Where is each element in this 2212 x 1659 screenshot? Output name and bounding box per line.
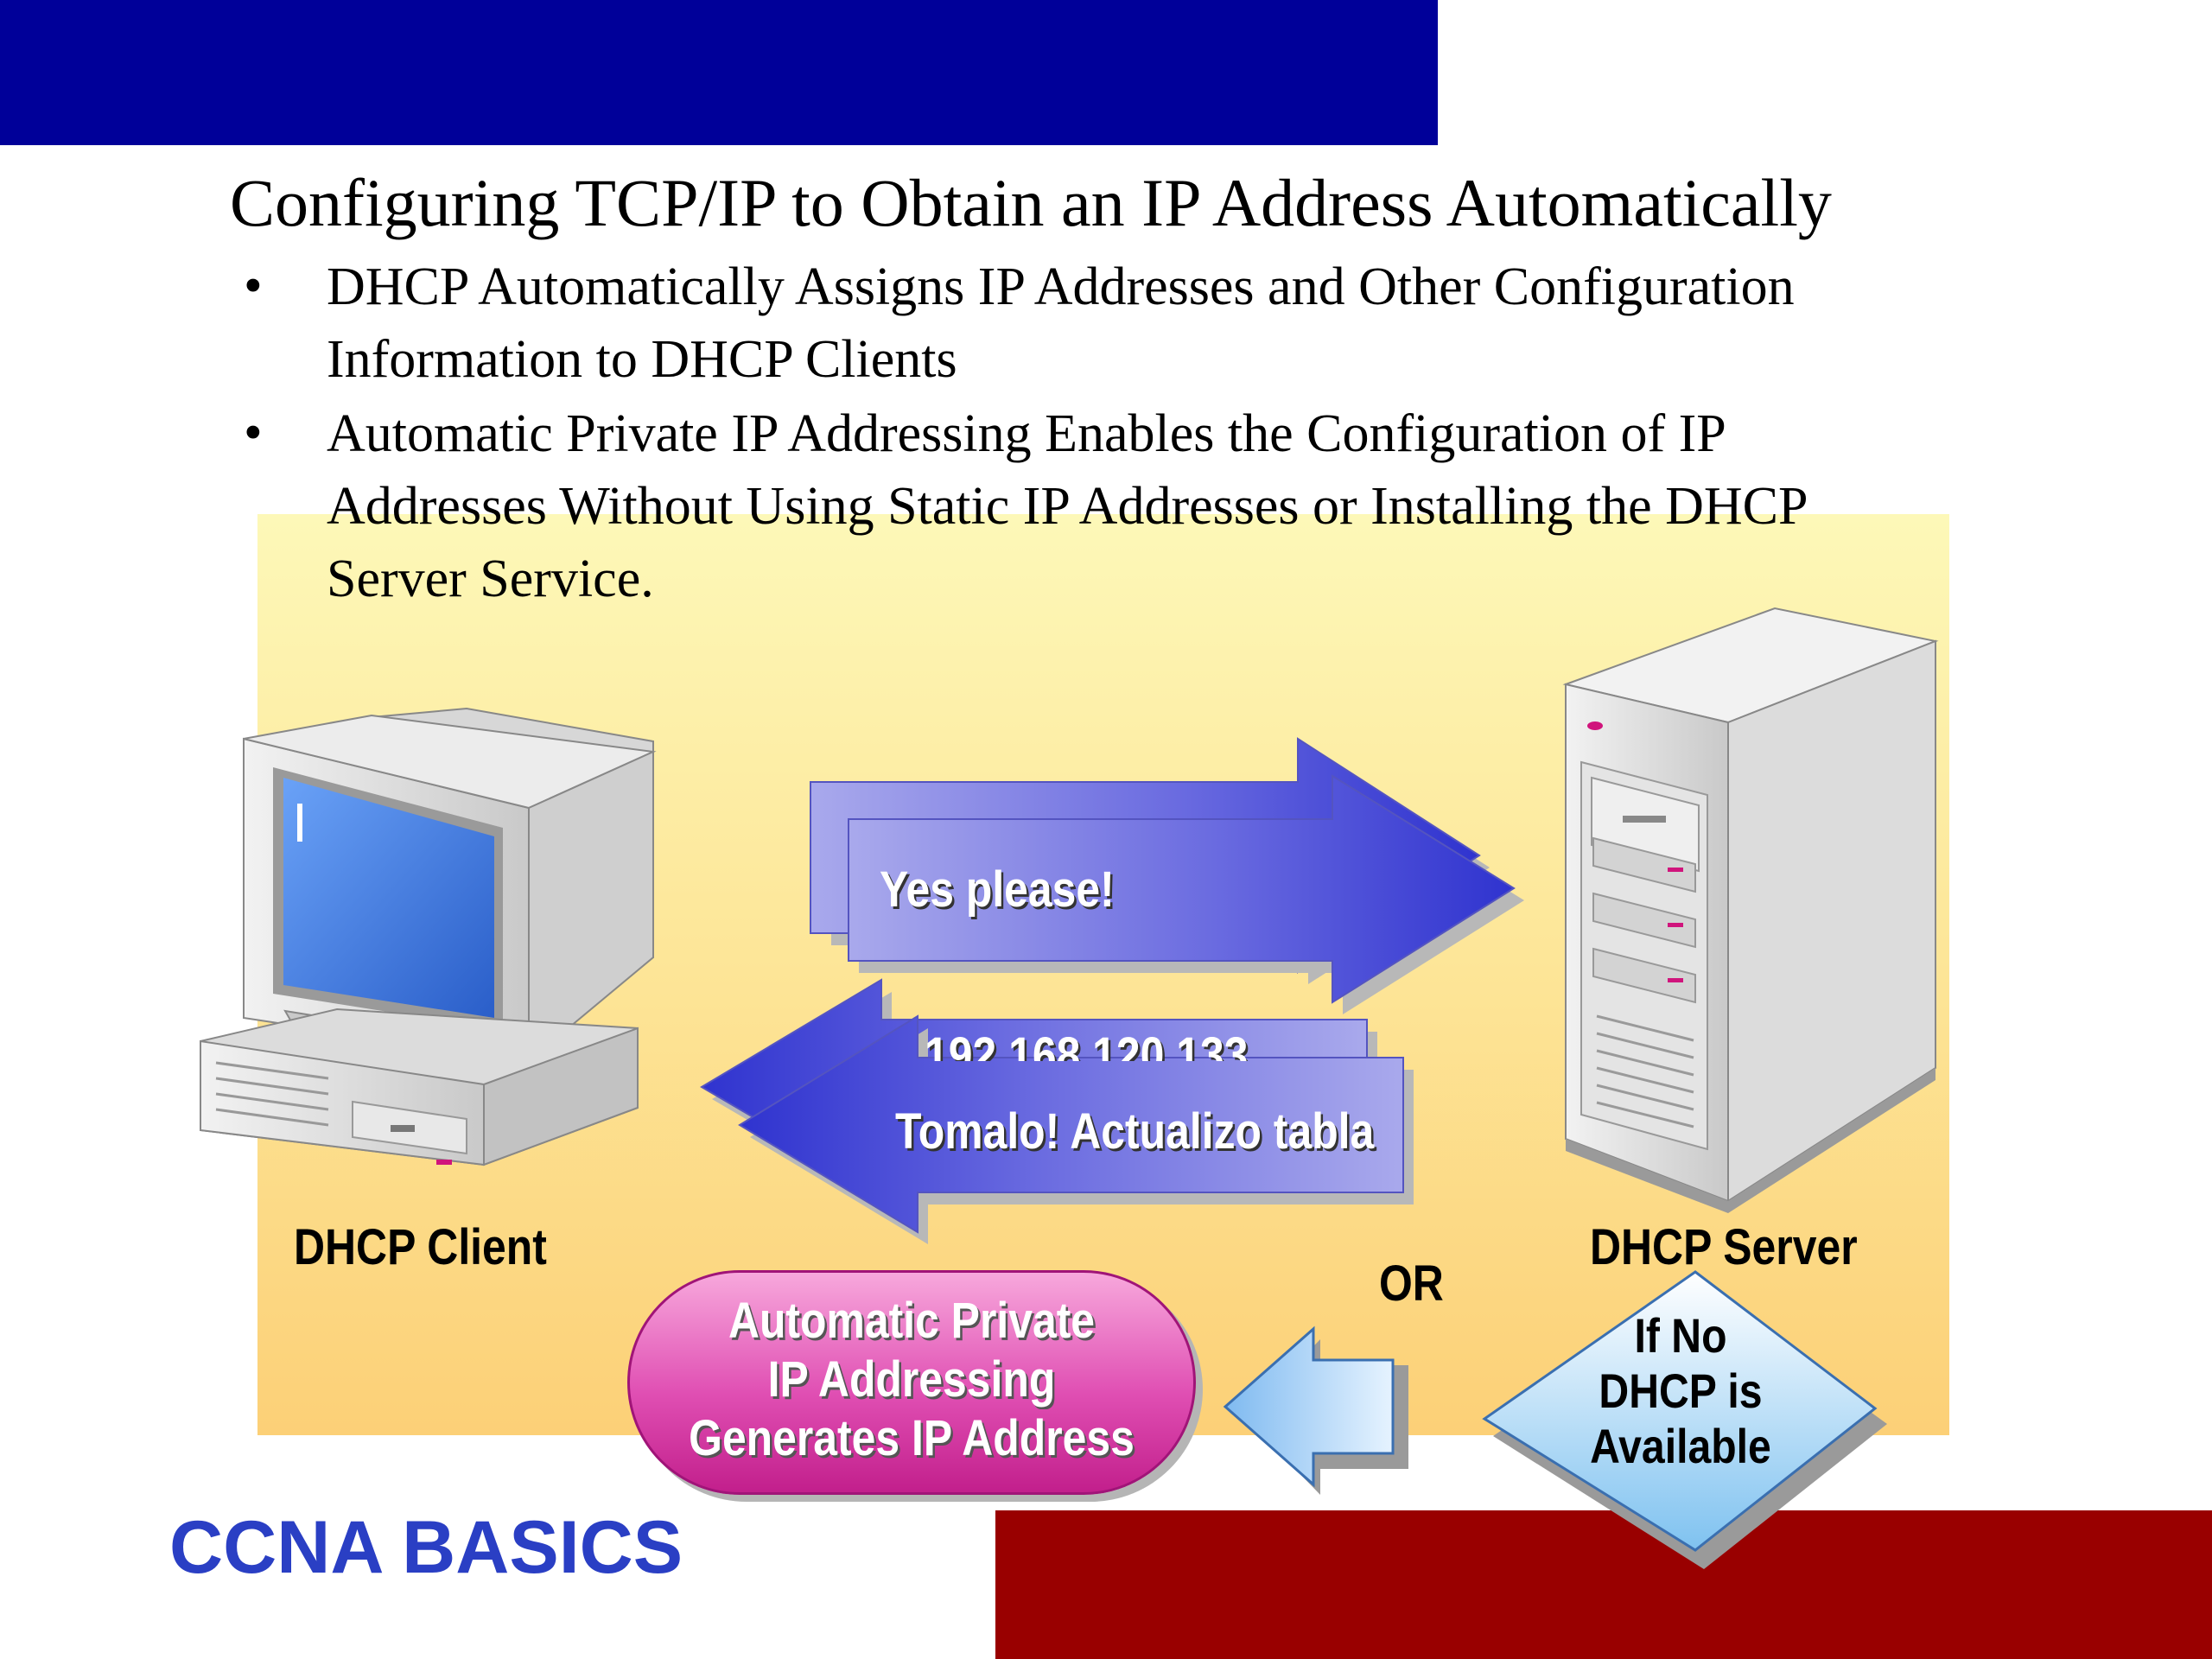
decision-line-3: Available — [1590, 1419, 1771, 1473]
bullet-2-line-3: Server Service. — [327, 550, 654, 608]
offer-arrow-text: Tomalo! Actualizo tabla — [895, 1103, 1375, 1160]
decision-line-2: DHCP is — [1599, 1363, 1763, 1418]
top-banner-bar — [0, 0, 1438, 145]
bullet-2-text: Automatic Private IP Addressing Enables … — [327, 397, 1968, 615]
apipa-line-3: Generates IP Address — [689, 1410, 1135, 1466]
footer-brand: CCNA BASICS — [169, 1506, 683, 1589]
offer-arrow-shape — [700, 978, 1414, 1244]
offer-arrow-back-text: 192.168.120.133 — [925, 1027, 1249, 1061]
apipa-pill: Automatic Private IP Addressing Generate… — [627, 1270, 1196, 1495]
bullet-2-line-1: Automatic Private IP Addressing Enables … — [327, 404, 1726, 463]
or-label: OR — [1379, 1255, 1444, 1312]
bottom-banner-bar — [995, 1510, 2212, 1659]
bullet-2-symbol: • — [244, 404, 263, 462]
bullet-2-line-2: Addresses Without Using Static IP Addres… — [327, 477, 1808, 536]
decision-diamond-icon — [1482, 1270, 1887, 1569]
bullet-1-text: DHCP Automatically Assigns IP Addresses … — [327, 251, 1968, 396]
slide-title: Configuring TCP/IP to Obtain an IP Addre… — [230, 165, 1832, 240]
apipa-line-2: IP Addressing — [767, 1351, 1056, 1408]
offer-arrow-back-clip: 192.168.120.133 — [925, 1027, 1374, 1061]
decision-line-1: If No — [1634, 1308, 1727, 1363]
request-arrow-text: Yes please! — [880, 861, 1115, 918]
bullet-1-line-1: DHCP Automatically Assigns IP Addresses … — [327, 257, 1795, 316]
dhcp-client-label: DHCP Client — [294, 1219, 547, 1275]
apipa-line-1: Automatic Private — [728, 1293, 1096, 1349]
bullet-1-symbol: • — [244, 257, 263, 315]
request-arrow-shape — [810, 737, 1524, 1014]
decision-text: If No DHCP is Available — [1538, 1308, 1823, 1474]
bullet-1-line-2: Information to DHCP Clients — [327, 330, 957, 389]
server-tower-icon — [1562, 607, 1939, 1213]
dhcp-server-label: DHCP Server — [1590, 1219, 1858, 1275]
fallback-arrow-icon — [1223, 1325, 1408, 1495]
client-computer-icon — [200, 707, 657, 1166]
